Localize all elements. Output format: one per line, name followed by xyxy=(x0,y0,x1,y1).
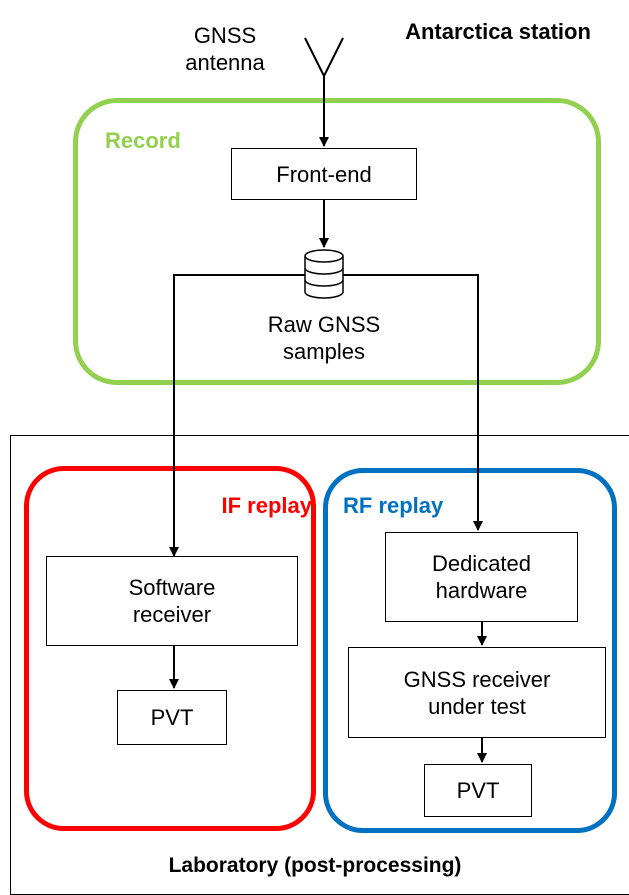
antenna-icon xyxy=(304,37,344,90)
record-label: Record xyxy=(105,128,181,153)
rf-pvt-label: PVT xyxy=(456,778,500,803)
rf-replay-region xyxy=(323,468,617,833)
laboratory-label: Laboratory (post-processing) xyxy=(168,854,462,877)
database-icon xyxy=(304,249,344,299)
rf-pvt-box: PVT xyxy=(424,764,532,817)
dedicated-hardware-line1: Dedicated xyxy=(431,551,532,576)
rf-replay-label: RF replay xyxy=(343,493,444,518)
software-receiver-line1: Software xyxy=(128,575,216,600)
antenna-label-line2: antenna xyxy=(185,50,265,75)
storage-label-line1: Raw GNSS xyxy=(267,312,381,337)
software-receiver-line2: receiver xyxy=(132,602,212,627)
software-receiver-box: Software receiver xyxy=(46,556,298,646)
antenna-label-line1: GNSS xyxy=(193,23,257,48)
record-region xyxy=(73,98,601,385)
front-end-box: Front-end xyxy=(231,148,417,200)
dedicated-hardware-box: Dedicated hardware xyxy=(385,532,578,622)
storage-label: Raw GNSS samples xyxy=(230,311,418,365)
station-label: Antarctica station xyxy=(405,19,591,44)
if-pvt-box: PVT xyxy=(117,690,227,745)
if-replay-label: IF replay xyxy=(221,493,312,518)
gnss-receiver-line2: under test xyxy=(428,693,526,719)
front-end-label: Front-end xyxy=(276,161,372,187)
arrow-storage-to-software-receiver xyxy=(169,274,305,557)
if-pvt-label: PVT xyxy=(150,705,194,730)
antenna-label: GNSS antenna xyxy=(170,22,280,76)
gnss-receiver-line1: GNSS receiver xyxy=(403,666,551,692)
if-replay-region xyxy=(24,466,316,831)
storage-label-line2: samples xyxy=(283,339,365,364)
gnss-receiver-box: GNSS receiver under test xyxy=(348,647,606,738)
arrow-storage-to-dedicated-hardware xyxy=(343,274,483,531)
dedicated-hardware-line2: hardware xyxy=(435,578,528,603)
